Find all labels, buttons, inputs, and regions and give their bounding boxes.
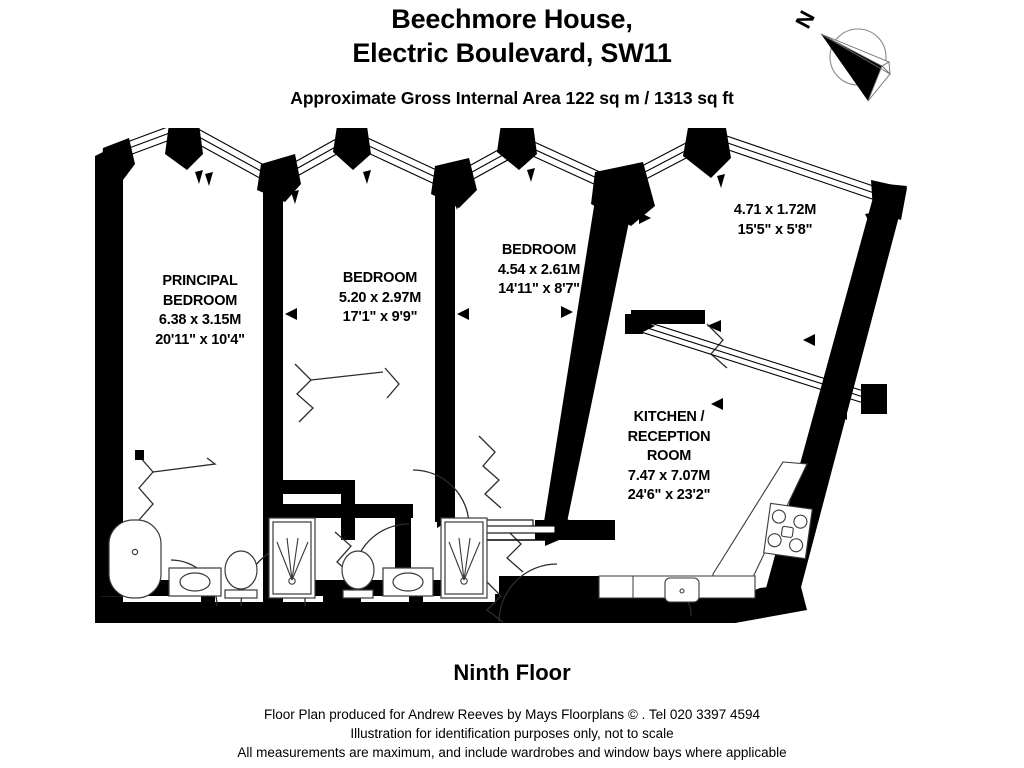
wash-basin-2 <box>392 572 424 592</box>
kitchen-fittings <box>598 461 813 603</box>
terrace-glazing <box>625 314 887 414</box>
toilet-cistern <box>224 589 258 599</box>
toilet <box>224 550 258 590</box>
room-label-terrace: 4.71 x 1.72M 15'5" x 5'8" <box>733 202 817 238</box>
footer-measurements-line: All measurements are maximum, and includ… <box>237 745 787 760</box>
wall-piers <box>101 128 907 226</box>
fixtures <box>108 517 488 599</box>
wash-basin <box>179 572 211 592</box>
window-run-8 <box>710 131 886 203</box>
sink-plug-icon <box>679 588 685 594</box>
shower-spray-icon-2 <box>448 537 481 585</box>
hob-burners-icon <box>767 509 808 553</box>
kitchen-sink <box>664 577 700 603</box>
page-title-line-1: Beechmore House, <box>391 4 633 34</box>
toilet-cistern-2 <box>342 589 374 599</box>
room-label-bedroom-3: BEDROOM 4.54 x 2.61M 14'11" x 8'7" <box>497 242 581 297</box>
footer-credit-line: Floor Plan produced for Andrew Reeves by… <box>264 707 760 722</box>
window-bay-walls <box>110 128 886 203</box>
bath-plug-icon <box>131 548 139 556</box>
bath-tub <box>108 519 162 599</box>
internal-arrows <box>95 212 847 528</box>
kitchen-hob <box>763 502 813 560</box>
floor-level-label: Ninth Floor <box>453 660 571 685</box>
gross-internal-area-text: Approximate Gross Internal Area 122 sq m… <box>290 88 734 108</box>
compass-north-label: N <box>790 7 820 33</box>
compass-north-icon: N <box>790 7 891 102</box>
footer-disclaimer-line: Illustration for identification purposes… <box>350 726 674 741</box>
shower-spray-icon <box>276 537 309 585</box>
room-label-kitchen-reception: KITCHEN / RECEPTION ROOM 7.47 x 7.07M 24… <box>627 409 711 503</box>
floor-plan-drawing <box>95 128 907 623</box>
page-title-line-2: Electric Boulevard, SW11 <box>352 38 672 68</box>
room-label-principal-bedroom: PRINCIPAL BEDROOM 6.38 x 3.15M 20'11" x … <box>155 273 245 348</box>
toilet-2 <box>341 550 375 590</box>
room-label-bedroom-2: BEDROOM 5.20 x 2.97M 17'1" x 9'9" <box>338 270 422 325</box>
